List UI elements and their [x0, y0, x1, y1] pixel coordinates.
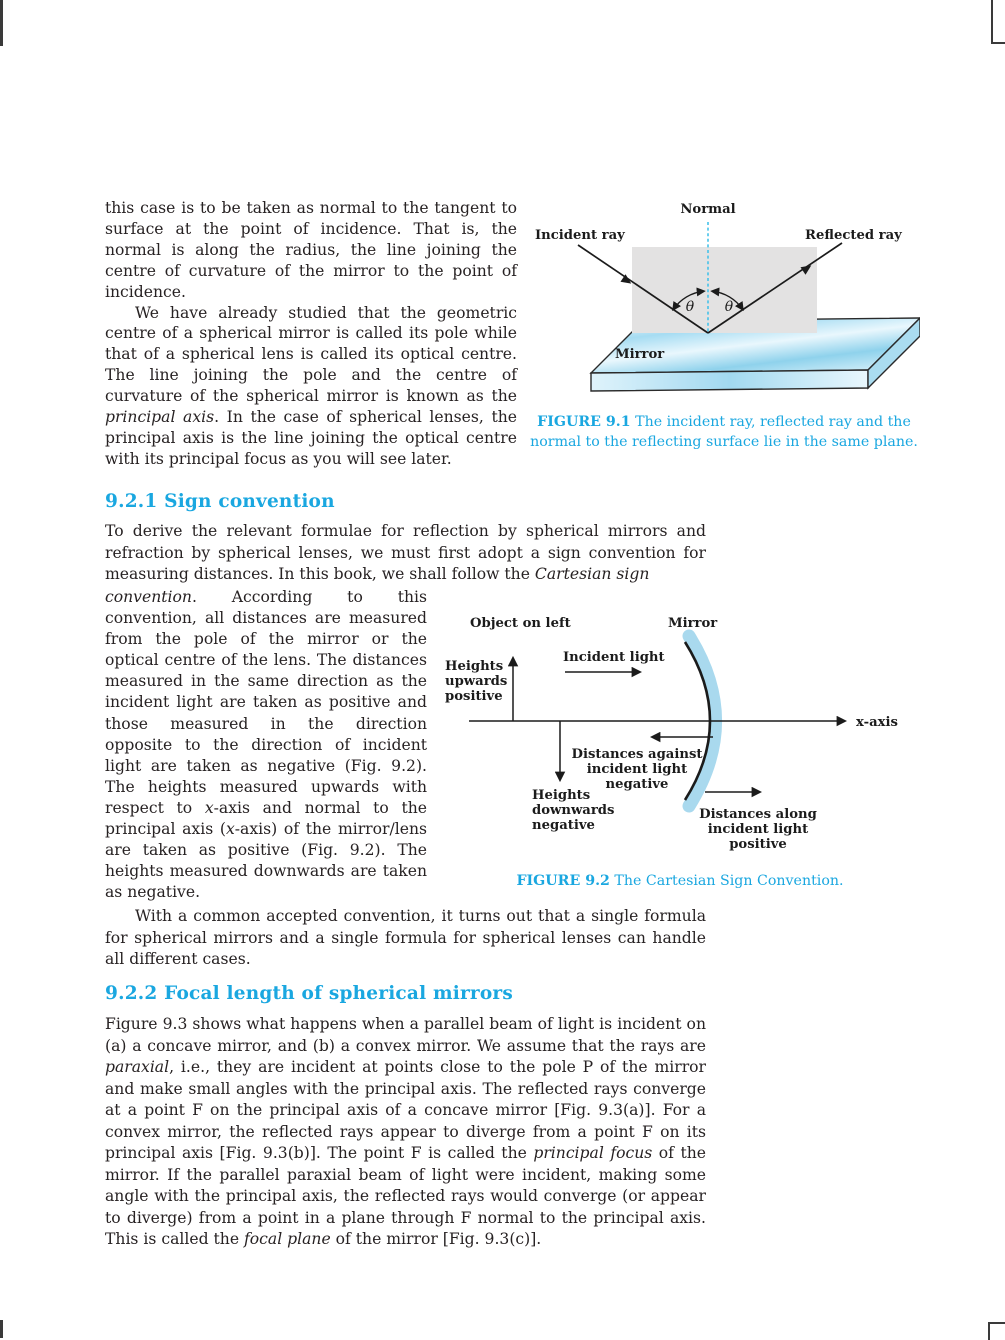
reflected-ray-line: [707, 242, 843, 334]
focal-length-paragraph: Figure 9.3 shows what happens when a par…: [105, 1015, 706, 1248]
sign-convention-paragraph-wide: To derive the relevant formulae for refl…: [105, 522, 706, 583]
distances-against-label-3: negative: [606, 777, 669, 792]
heights-up-label-3: positive: [445, 689, 503, 704]
incident-ray-line: [577, 244, 709, 334]
incident-ray-arrowhead: [620, 274, 632, 284]
paragraph-pole-optical-centre: We have already studied that the geometr…: [105, 303, 517, 468]
incident-ray-label: Incident ray: [535, 228, 625, 243]
figure-9-2-caption: FIGURE 9.2 The Cartesian Sign Convention…: [516, 873, 844, 889]
distances-against-label-1: Distances against: [572, 747, 704, 762]
crop-mark-bottom-right: [988, 1322, 1005, 1340]
theta-left-label: θ: [686, 299, 695, 315]
heights-up-label-1: Heights: [445, 659, 503, 674]
heights-down-label-1: Heights: [532, 788, 590, 803]
figure-9-2-diagram: Object on left Mirror x-axis Heights upw…: [445, 616, 898, 852]
crop-mark-top-left: [0, 0, 3, 46]
figure-9-1-caption: FIGURE 9.1 The incident ray, reflected r…: [530, 414, 918, 450]
section-heading-9-2-1: 9.2.1 Sign convention: [105, 491, 335, 512]
figure-9-2: Object on left Mirror x-axis Heights upw…: [440, 600, 920, 865]
heights-down-label-2: downwards: [532, 803, 614, 818]
sign-convention-paragraph-narrow: convention. According to this convention…: [105, 588, 427, 902]
mirror-label: Mirror: [615, 347, 665, 362]
section-heading-9-2-2: 9.2.2 Focal length of spherical mirrors: [105, 983, 513, 1004]
mirror-label: Mirror: [668, 616, 718, 631]
distances-along-label-1: Distances along: [699, 807, 817, 822]
crop-mark-top-right: [991, 0, 1005, 44]
theta-right-label: θ: [725, 299, 734, 315]
common-convention-paragraph: With a common accepted convention, it tu…: [105, 907, 706, 968]
distances-along-label-2: incident light: [708, 822, 809, 837]
figure-9-1-diagram: Mirror Normal Incident ray Reflected ray…: [535, 202, 922, 392]
object-on-left-label: Object on left: [470, 616, 572, 631]
paragraph-normal-to-tangent: this case is to be taken as normal to th…: [105, 199, 517, 301]
reflected-ray-label: Reflected ray: [805, 228, 902, 243]
figure-9-1: Mirror Normal Incident ray Reflected ray…: [530, 195, 922, 410]
reflected-ray-arrowhead: [800, 265, 812, 275]
crop-mark-bottom-left: [0, 1320, 3, 1338]
heights-up-label-2: upwards: [445, 674, 507, 689]
x-axis-label: x-axis: [856, 715, 898, 730]
incident-light-label: Incident light: [563, 650, 666, 665]
angle-arc-left: [672, 287, 706, 312]
distances-against-label-2: incident light: [587, 762, 688, 777]
normal-label: Normal: [680, 202, 735, 217]
angle-arc-right: [710, 287, 744, 312]
distances-along-label-3: positive: [729, 837, 787, 852]
intro-paragraphs: this case is to be taken as normal to th…: [105, 198, 517, 470]
plane-of-incidence: [632, 247, 817, 333]
heights-down-label-3: negative: [532, 818, 595, 833]
